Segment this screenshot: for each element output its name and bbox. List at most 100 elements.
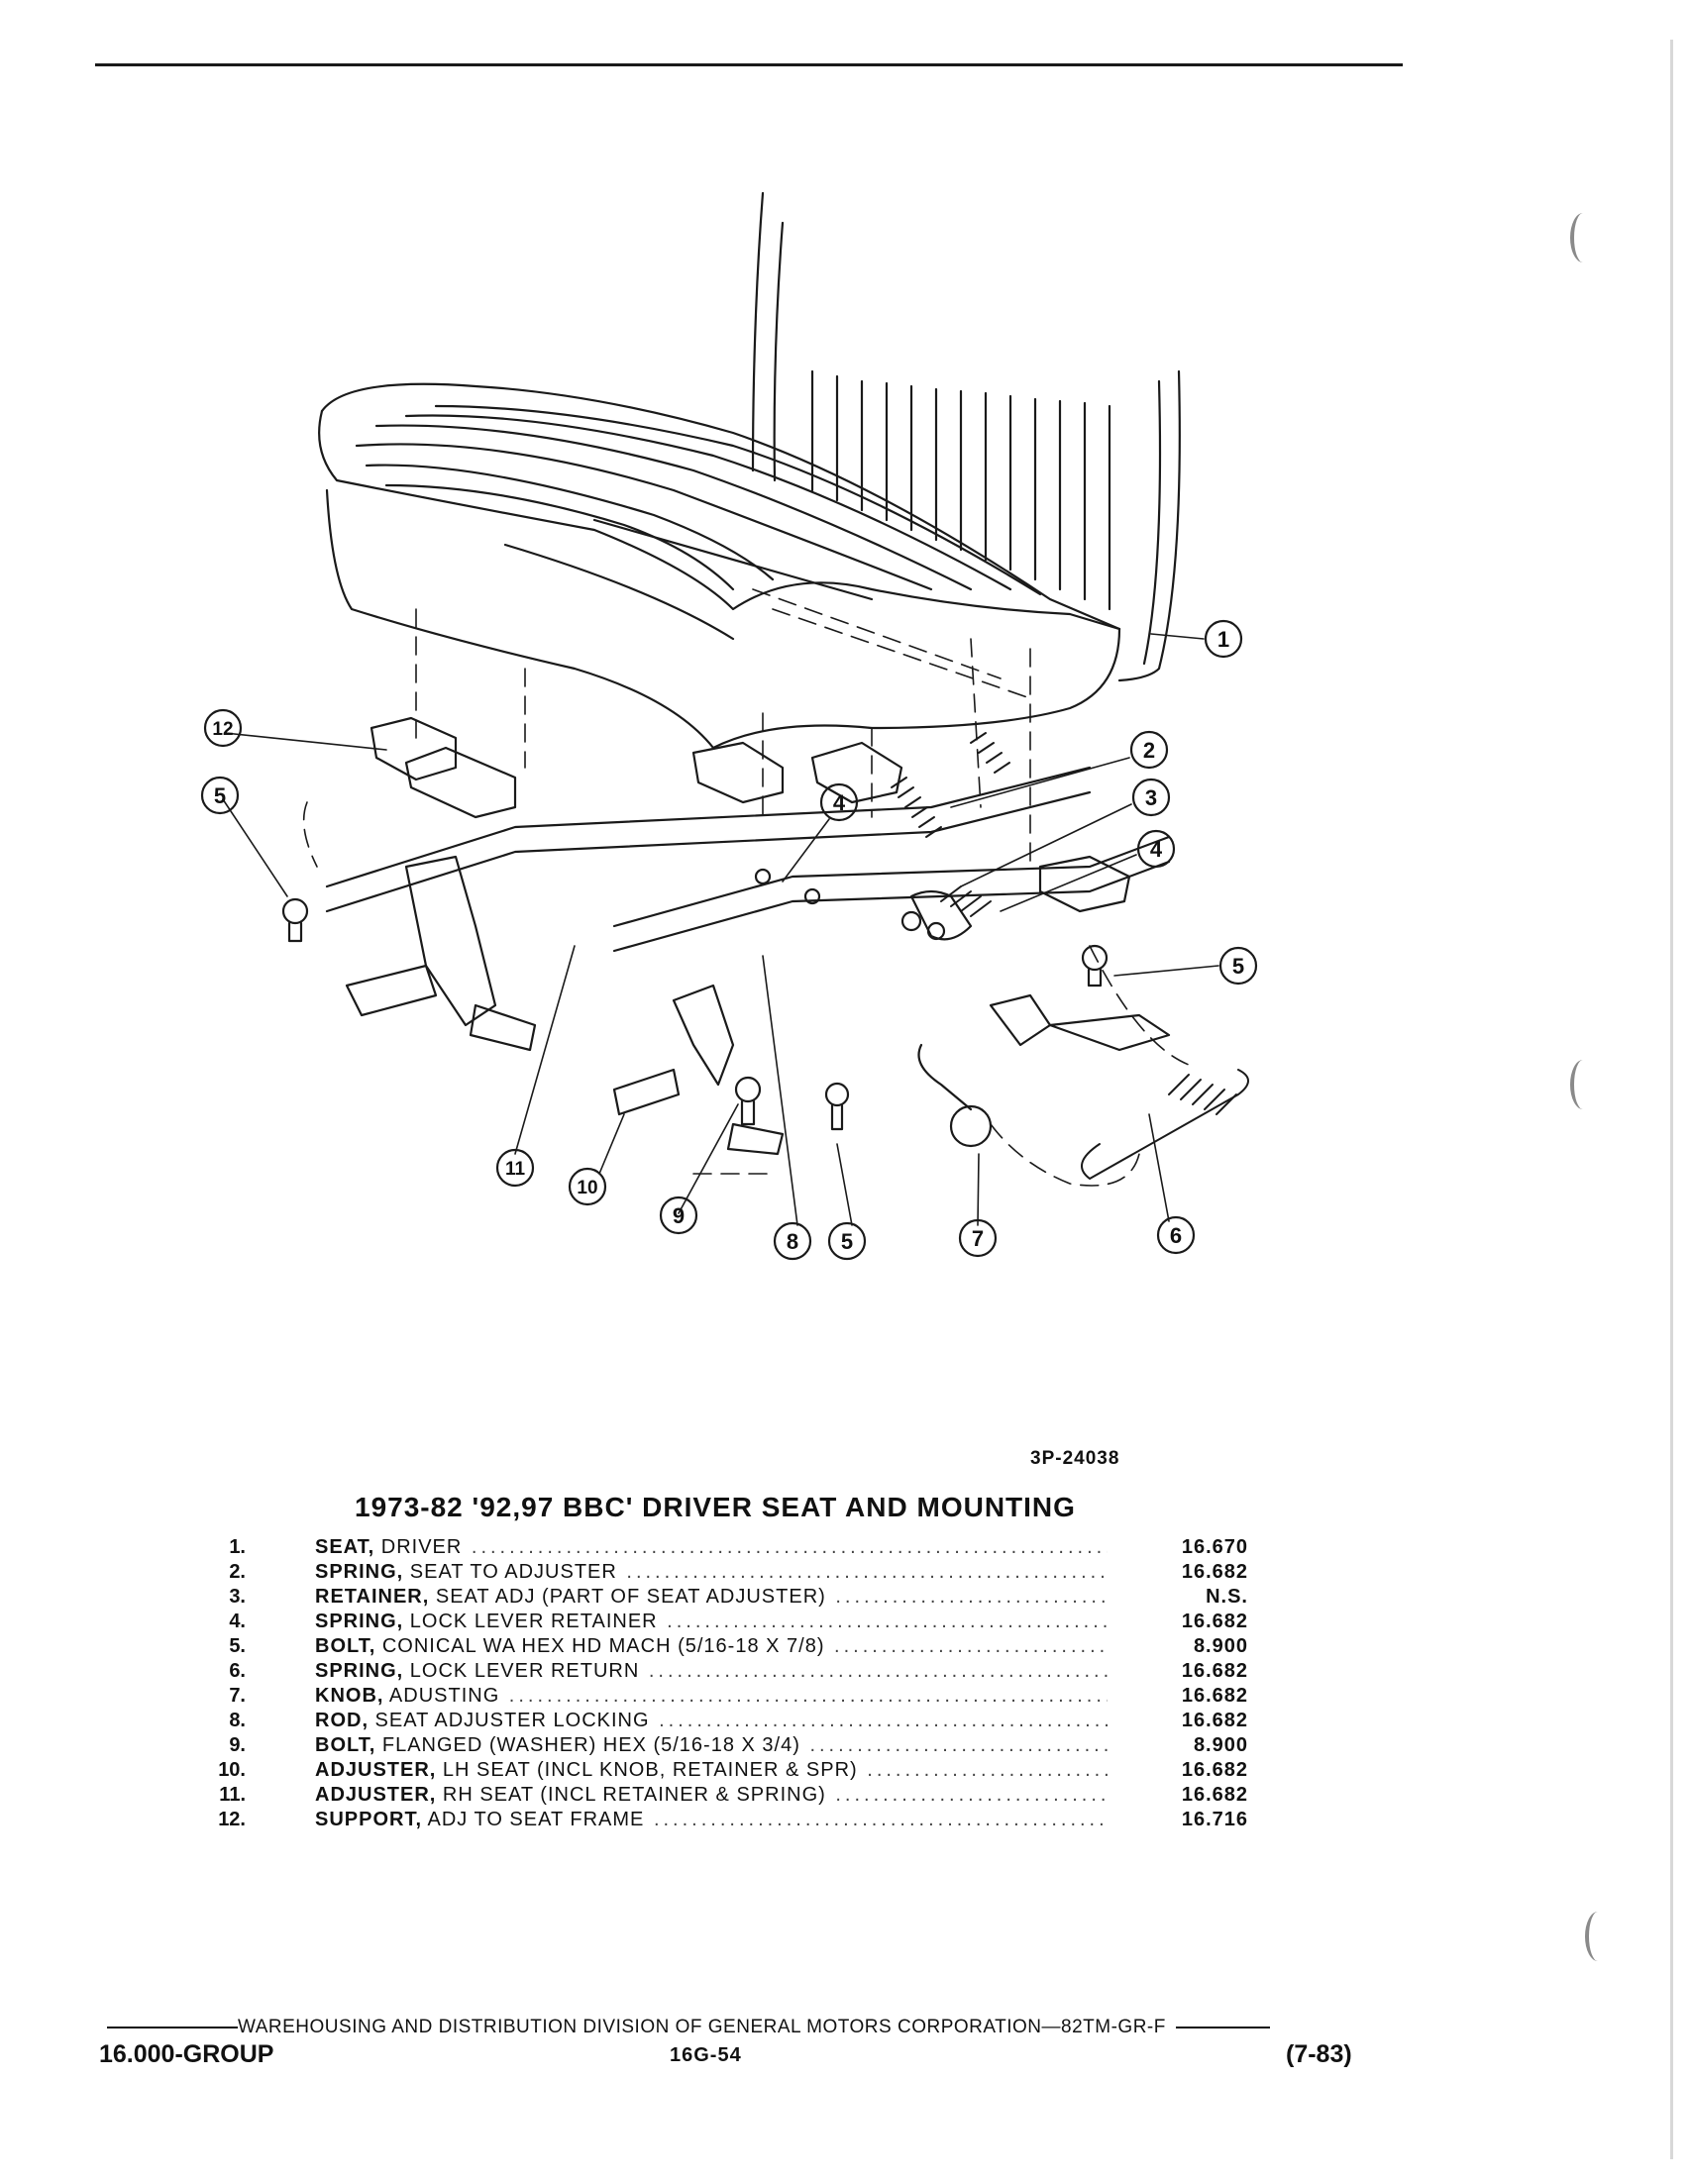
part-number: 8. [229,1710,246,1731]
callout-label: 5 [841,1229,853,1254]
part-group-number: 16.682 [1181,1784,1248,1806]
part-description: KNOB, ADUSTING .........................… [315,1684,1108,1709]
leader-dots: ........................................… [648,1660,1108,1682]
callout-label: 4 [1150,837,1163,862]
parts-list-row: 2.SPRING, SEAT TO ADJUSTER .............… [198,1560,1248,1585]
part-group-number: 16.670 [1181,1536,1248,1558]
footer-division: WAREHOUSING AND DISTRIBUTION DIVISION OF… [238,2017,1166,2037]
part-number: 6. [229,1660,246,1682]
part-group-number: 16.682 [1181,1660,1248,1682]
callout-1: 1 [1204,619,1243,659]
part-detail: SEAT ADJ (PART OF SEAT ADJUSTER) [429,1586,826,1608]
part-name: SPRING, [315,1611,404,1632]
footer-group: 16.000-GROUP [99,2040,274,2068]
part-detail: ADJ TO SEAT FRAME [422,1809,645,1830]
part-name: ROD, [315,1710,369,1731]
leader-dots: ........................................… [834,1635,1108,1657]
binder-ring-mark [1570,213,1596,262]
leader-dots: ........................................… [667,1611,1108,1632]
part-name: ADJUSTER, [315,1759,437,1781]
footer-division-line: WAREHOUSING AND DISTRIBUTION DIVISION OF… [107,2017,1375,2038]
callout-label: 11 [505,1159,526,1180]
callout-5: 5 [200,776,240,815]
leader-dots: ........................................… [835,1586,1108,1608]
part-description: ROD, SEAT ADJUSTER LOCKING .............… [315,1709,1108,1733]
callout-4: 4 [819,782,859,822]
part-description: BOLT, FLANGED (WASHER) HEX (5/16-18 X 3/… [315,1733,1108,1758]
leader-dots: ........................................… [653,1809,1108,1830]
hardware-drawing [281,868,1109,1148]
part-detail: DRIVER [374,1536,463,1558]
part-name: BOLT, [315,1635,376,1657]
parts-list-row: 1. SEAT, DRIVER .........................… [198,1535,1248,1560]
part-number: 3. [229,1586,246,1608]
footer-dash [1175,2027,1270,2028]
callout-12: 12 [203,708,243,748]
part-detail: LH SEAT (INCL KNOB, RETAINER & SPR) [436,1759,858,1781]
part-number: 12. [218,1809,246,1830]
callout-10: 10 [568,1167,607,1206]
part-number: 1. [229,1536,246,1558]
leader-dots: ........................................… [659,1710,1108,1731]
callout-label: 1 [1217,627,1229,652]
callout-9: 9 [659,1196,698,1235]
parts-list-row: 10.ADJUSTER, LH SEAT (INCL KNOB, RETAINE… [198,1758,1248,1783]
spring-drawing [891,732,1249,1180]
parts-list-row: 9. BOLT, FLANGED (WASHER) HEX (5/16-18 X … [198,1733,1248,1758]
figure-code: 3P-24038 [1030,1448,1120,1469]
part-name: SPRING, [315,1561,404,1583]
callout-label: 9 [673,1203,685,1228]
seat-cushion-drawing [318,382,1121,750]
part-description: SPRING, LOCK LEVER RETAINER ............… [315,1610,1108,1634]
parts-list-row: 11.ADJUSTER, RH SEAT (INCL RETAINER & SP… [198,1783,1248,1808]
part-group-number: 16.716 [1181,1809,1248,1830]
part-detail: LOCK LEVER RETAINER [403,1611,658,1632]
part-detail: FLANGED (WASHER) HEX (5/16-18 X 3/4) [375,1734,800,1756]
part-number: 11. [219,1784,246,1806]
callout-3: 3 [1131,778,1171,817]
part-detail: CONICAL WA HEX HD MACH (5/16-18 X 7/8) [375,1635,825,1657]
part-description: SUPPORT, ADJ TO SEAT FRAME .............… [315,1808,1108,1832]
part-name: RETAINER, [315,1586,430,1608]
binder-edge [1670,40,1673,2159]
parts-list-row: 12. SUPPORT, ADJ TO SEAT FRAME ..........… [198,1808,1248,1832]
part-description: BOLT, CONICAL WA HEX HD MACH (5/16-18 X … [315,1634,1108,1659]
callout-label: 4 [833,790,846,815]
callout-4: 4 [1136,829,1176,869]
part-name: SUPPORT, [315,1809,423,1830]
callout-7: 7 [958,1218,998,1258]
callout-label: 2 [1143,738,1155,763]
parts-list-row: 6. SPRING, LOCK LEVER RETURN ............… [198,1659,1248,1684]
callout-6: 6 [1156,1215,1196,1255]
leader-dots: ........................................… [471,1536,1108,1558]
part-description: SEAT, DRIVER ...........................… [315,1535,1108,1560]
callout-11: 11 [495,1148,535,1188]
parts-list-row: 8. ROD, SEAT ADJUSTER LOCKING ...........… [198,1709,1248,1733]
seat-back-drawing [751,191,1181,682]
leader-dots: ........................................… [809,1734,1108,1756]
part-group-number: 16.682 [1181,1759,1248,1781]
callout-label: 8 [787,1229,798,1254]
part-name: SPRING, [315,1660,404,1682]
part-number: 5. [229,1635,246,1657]
hidden-lines-drawing [302,588,1190,1187]
part-name: KNOB, [315,1685,384,1707]
part-description: SPRING, LOCK LEVER RETURN ..............… [315,1659,1108,1684]
callout-label: 5 [1232,954,1244,979]
parts-list-row: 3. RETAINER, SEAT ADJ (PART OF SEAT ADJUS… [198,1585,1248,1610]
leader-dots: ........................................… [626,1561,1108,1583]
parts-list-row: 4.SPRING, LOCK LEVER RETAINER ..........… [198,1610,1248,1634]
part-detail: SEAT TO ADJUSTER [403,1561,617,1583]
part-number: 9. [229,1734,246,1756]
callout-label: 12 [212,719,233,740]
callout-label: 7 [972,1226,984,1251]
footer-page-number: 16G-54 [670,2044,742,2066]
part-detail: SEAT ADJUSTER LOCKING [369,1710,650,1731]
part-name: SEAT, [315,1536,375,1558]
leader-dots: ........................................… [867,1759,1108,1781]
leader-lines [222,633,1219,1226]
callout-label: 5 [214,783,226,808]
part-group-number: 8.900 [1193,1734,1248,1756]
callout-label: 3 [1145,785,1157,810]
callout-2: 2 [1129,730,1169,770]
